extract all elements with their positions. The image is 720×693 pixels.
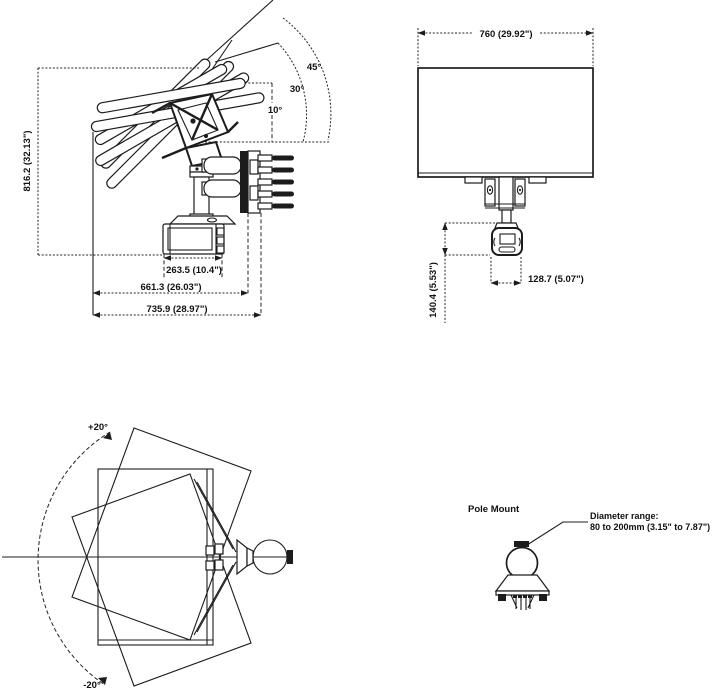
- dim-height-label: 816.2 (32.13"): [22, 130, 33, 191]
- angle-minus-label: -20°: [83, 680, 101, 691]
- dim-reach-label: 661.3 (26.03"): [140, 282, 201, 293]
- dimension-housing-width: 263.5 (10.4"): [163, 254, 223, 278]
- dimension-bracket-width: 128.7 (5.07"): [490, 257, 584, 286]
- dim-bracket-label: 128.7 (5.07"): [528, 274, 584, 285]
- arc-45: [282, 17, 332, 141]
- dim-drop-label: 140.4 (5.53"): [428, 262, 439, 318]
- clamp-bolts: [257, 154, 294, 210]
- dim-total-label: 735.9 (28.97"): [146, 304, 207, 315]
- mount-bracket: [484, 176, 526, 229]
- side-view: 10° 30° 45°: [22, 0, 332, 318]
- arc-30: [277, 42, 308, 143]
- panel-front: [417, 67, 594, 184]
- swivel-arms: [193, 478, 237, 636]
- angle-plus-label: +20°: [88, 422, 108, 433]
- panel-plus-20: [71, 473, 252, 687]
- leader-line: [526, 521, 588, 546]
- pole-mount-clamp: [494, 574, 551, 610]
- pole-mount-detail: Pole Mount Diameter range: 80 to 200mm (…: [468, 504, 710, 610]
- swivel-arc: [37, 431, 112, 686]
- dim-housing-label: 263.5 (10.4"): [166, 265, 222, 276]
- tilt-angle-annotations: 10° 30° 45°: [195, 0, 332, 143]
- camera-head: [491, 227, 523, 256]
- panel-positions: [71, 427, 252, 687]
- panel-front-rect: [417, 67, 594, 178]
- pole-mount-title: Pole Mount: [468, 504, 520, 515]
- diameter-note-line2: 80 to 200mm (3.15" to 7.87"): [590, 522, 710, 532]
- panel-straight: [97, 468, 214, 646]
- pole-mount-circle: [505, 546, 539, 580]
- dimension-total-height: 816.2 (32.13"): [22, 67, 200, 256]
- angle-30-label: 30°: [290, 84, 305, 95]
- pole-clamp-top: [236, 538, 293, 576]
- dimension-reach: 661.3 (26.03"): [92, 132, 249, 315]
- angle-10-label: 10°: [268, 105, 283, 116]
- pole-clamp: [201, 150, 294, 214]
- dimension-panel-width: 760 (29.92"): [417, 27, 594, 66]
- front-view: 760 (29.92") 140.4 (5: [417, 27, 594, 323]
- tilted-panels: [90, 58, 265, 189]
- diameter-note-line1: Diameter range:: [590, 511, 659, 521]
- dim-width-label: 760 (29.92"): [479, 29, 532, 40]
- equipment-housing: [162, 215, 237, 255]
- dimension-bracket-drop: 140.4 (5.53"): [428, 222, 502, 323]
- angle-45-label: 45°: [307, 62, 322, 73]
- top-view: +20° -20°: [2, 422, 293, 691]
- clamp-tab: [514, 541, 529, 547]
- dimension-total-width: 735.9 (28.97"): [92, 213, 262, 318]
